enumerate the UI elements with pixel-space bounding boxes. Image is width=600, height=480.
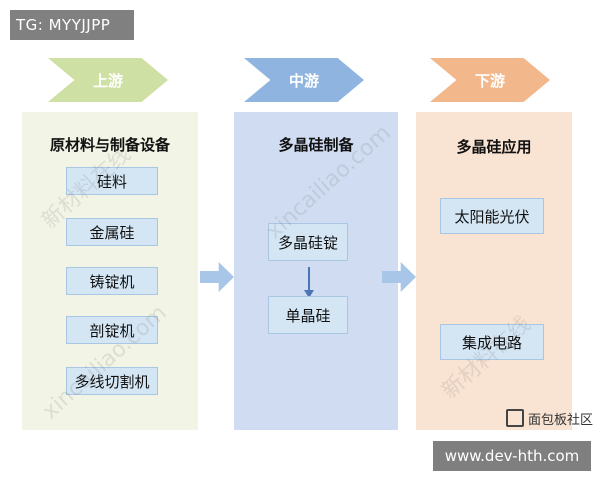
flow-connector-line — [308, 267, 310, 292]
flow-connector-arrowhead — [304, 290, 314, 298]
box-integrated-circuit: 集成电路 — [440, 324, 544, 360]
box-solar-pv: 太阳能光伏 — [440, 198, 544, 234]
upstream-header: 上游 — [48, 58, 168, 102]
midstream-title: 多晶硅制备 — [278, 136, 354, 154]
tg-label: TG: MYYJJPP — [10, 10, 134, 40]
box-monocrystalline-silicon: 单晶硅 — [268, 296, 348, 334]
midstream-header: 中游 — [244, 58, 364, 102]
box-ingot-cutter: 剖锭机 — [66, 316, 158, 344]
logo-text: 面包板社区 — [528, 412, 594, 428]
midstream-panel: 多晶硅制备 多晶硅锭 单晶硅 — [234, 112, 398, 430]
box-metal-silicon: 金属硅 — [66, 218, 158, 246]
box-polysilicon-ingot: 多晶硅锭 — [268, 223, 348, 261]
box-silicon-material: 硅料 — [66, 167, 158, 195]
upstream-panel: 原材料与制备设备 硅料 金属硅 铸锭机 剖锭机 多线切割机 — [22, 112, 198, 430]
upstream-title: 原材料与制备设备 — [49, 136, 170, 154]
box-ingot-caster: 铸锭机 — [66, 267, 158, 295]
box-multi-wire-saw: 多线切割机 — [66, 367, 158, 395]
site-url: www.dev-hth.com — [433, 441, 591, 471]
downstream-title: 多晶硅应用 — [456, 138, 532, 156]
arrow-up-to-mid — [200, 262, 234, 292]
community-logo: 面包板社区 — [506, 406, 598, 430]
downstream-panel: 多晶硅应用 太阳能光伏 集成电路 — [416, 112, 572, 430]
downstream-header: 下游 — [430, 58, 550, 102]
logo-icon — [506, 409, 524, 427]
